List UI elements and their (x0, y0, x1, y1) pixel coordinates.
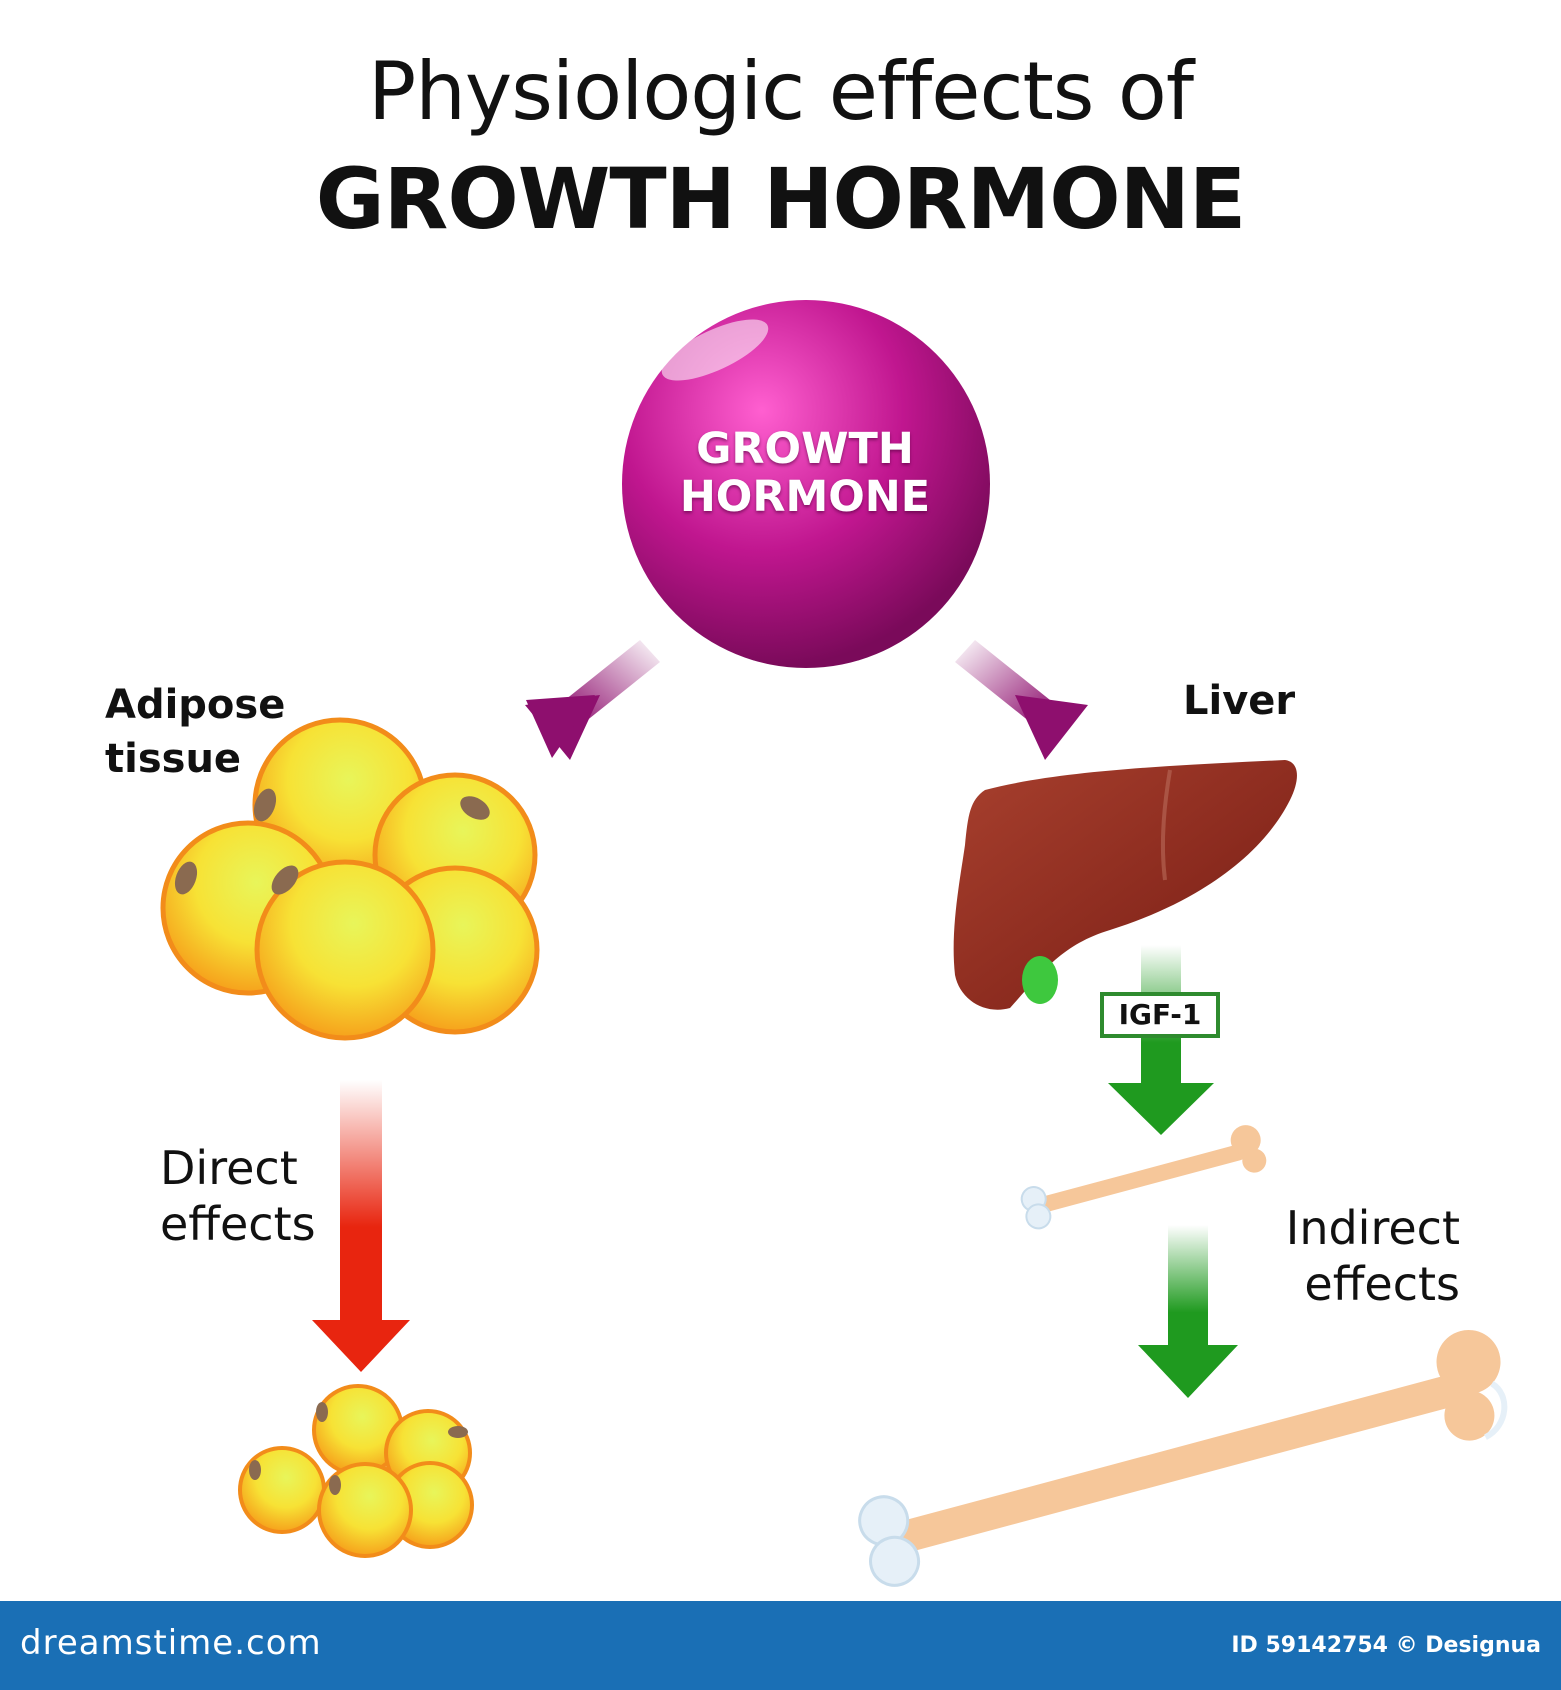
bone-large (858, 1329, 1508, 1587)
growth-hormone-line-2: HORMONE (679, 472, 931, 522)
igf-arrow-upper (1108, 945, 1214, 1135)
arrow-to-liver (955, 640, 1088, 760)
direct-effects-arrow (312, 1080, 410, 1372)
direct-effects-label: Direct effects (160, 1140, 316, 1252)
gallbladder (1022, 956, 1058, 1004)
growth-hormone-label: GROWTH HORMONE (630, 425, 980, 521)
title-line-1: Physiologic effects of (367, 45, 1194, 138)
growth-hormone-line-1: GROWTH (696, 424, 914, 474)
adipose-label-line-1: Adipose (105, 682, 286, 728)
title-line-2: GROWTH HORMONE (315, 150, 1247, 248)
growth-hormone-sphere (622, 300, 990, 668)
arrow-to-adipose (525, 640, 660, 760)
direct-label-line-2: effects (160, 1197, 316, 1251)
footer-site-name: dreamstime.com (20, 1623, 322, 1663)
adipose-cluster-large (160, 717, 540, 1041)
bone-small (1020, 1125, 1267, 1230)
watermark-footer: dreamstime.com ID 59142754 © Designua (0, 1601, 1561, 1690)
indirect-effects-label: Indirect effects (1240, 1200, 1460, 1312)
adipose-cluster-small (238, 1384, 474, 1558)
indirect-label-line-1: Indirect (1285, 1201, 1460, 1255)
igf-1-badge: IGF-1 (1100, 992, 1220, 1038)
liver-organ (953, 760, 1297, 1010)
direct-label-line-1: Direct (160, 1141, 298, 1195)
indirect-label-line-2: effects (1304, 1257, 1460, 1311)
indirect-effects-arrow (1138, 1225, 1238, 1398)
sphere-highlight (661, 319, 769, 381)
adipose-tissue-label: Adipose tissue (105, 678, 285, 786)
adipose-label-line-2: tissue (105, 736, 242, 782)
liver-label: Liver (1183, 678, 1296, 724)
footer-image-id: ID 59142754 © Designua (1231, 1633, 1541, 1658)
